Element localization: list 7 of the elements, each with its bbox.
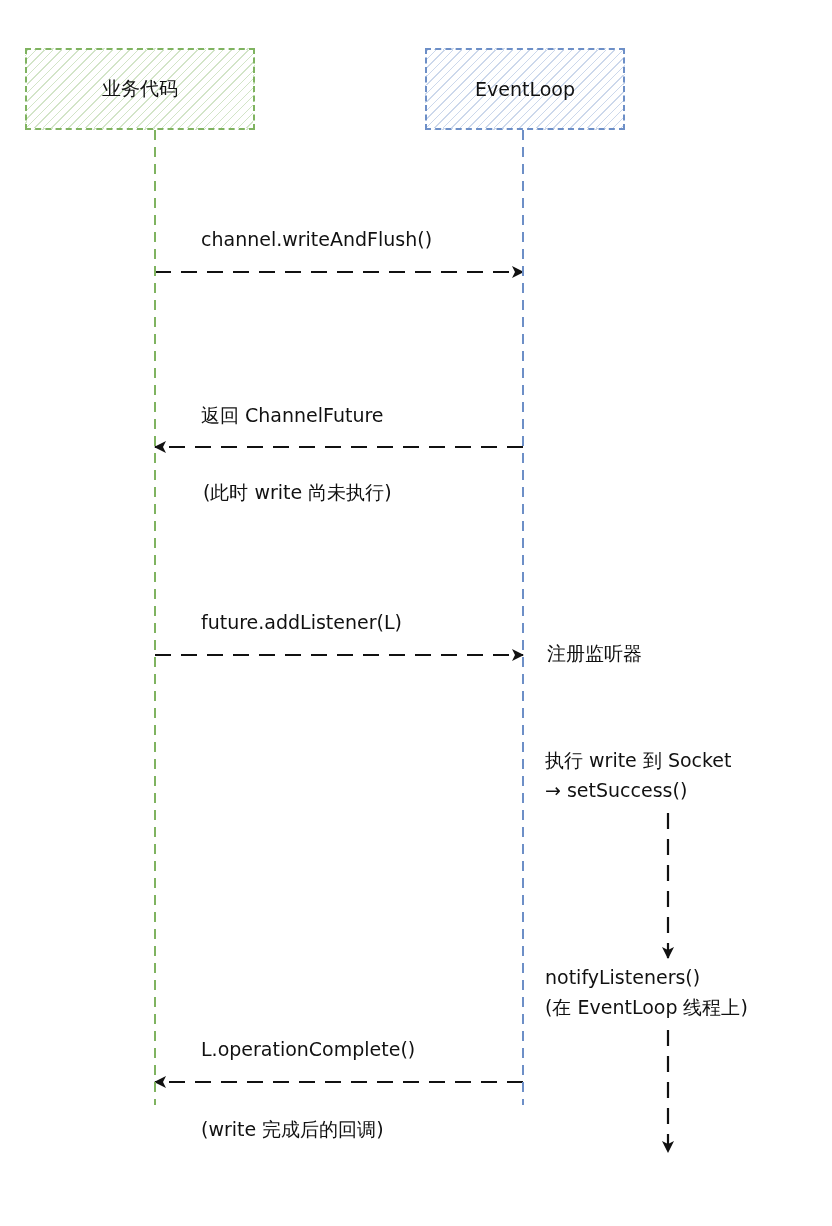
step-text: notifyListeners() [545, 965, 702, 990]
edge-label: future.addListener(L) [199, 611, 404, 633]
step-text: → setSuccess() [545, 778, 689, 803]
participant-name: 业务代码 [102, 76, 178, 101]
step-text: (在 EventLoop 线程上) [545, 995, 749, 1020]
step-text: 执行 write 到 Socket [545, 748, 733, 773]
participant-name: EventLoop [475, 78, 575, 100]
